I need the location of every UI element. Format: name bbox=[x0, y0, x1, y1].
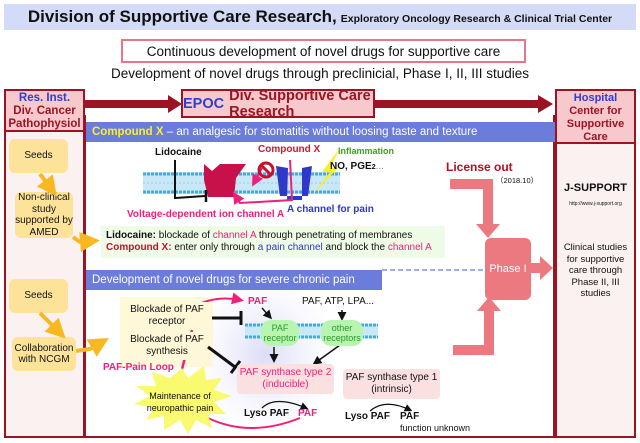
lidocaine-label: Lidocaine bbox=[155, 147, 202, 158]
pain-channel bbox=[276, 166, 312, 200]
paf-1: PAF bbox=[298, 408, 318, 419]
starburst-shape bbox=[134, 366, 232, 434]
compound-x-bar-desc: – an analgesic for stomatitis without lo… bbox=[166, 126, 478, 138]
lyso-conversion-arrow-1 bbox=[261, 400, 309, 410]
compound-x-note: Compound X: enter only through a pain ch… bbox=[106, 242, 440, 254]
left-head-2: Div. Cancer Pathophysiol bbox=[8, 105, 81, 130]
epoc-division: Div. Supportive Care Research bbox=[229, 87, 371, 120]
maintenance-label: Maintenance of neuropathic pain bbox=[146, 391, 214, 413]
lidocaine-path bbox=[174, 160, 206, 200]
lyso-conversion-arrow-2 bbox=[369, 403, 413, 412]
block-receptor-box: Blockade of PAF receptor bbox=[127, 302, 207, 330]
paf-receptor: PAF receptor bbox=[261, 320, 299, 346]
note2-mid: and block the bbox=[322, 242, 388, 253]
left-column-header: Res. Inst. Div. Cancer Pathophysiol bbox=[4, 89, 85, 132]
note1-channel: channel A bbox=[212, 230, 257, 241]
license-arrow bbox=[450, 179, 500, 238]
license-date: （2018.10） bbox=[496, 176, 539, 185]
no-pge-label: NO, PGE2... bbox=[330, 161, 384, 172]
seeds-box-1: Seeds bbox=[9, 139, 68, 173]
inflammation-label: Inflammation bbox=[338, 146, 395, 156]
seeds-box-2: Seeds bbox=[9, 279, 68, 313]
block-synthesis-box: Blockade of PAF synthesis bbox=[127, 332, 207, 360]
other-receptors: other receptors bbox=[321, 320, 363, 346]
no-pge-dots: ... bbox=[375, 161, 384, 172]
phase-to-hospital-arrow bbox=[531, 256, 553, 280]
yellow-arrow-4 bbox=[75, 337, 109, 357]
mechanism-note: Lidocaine: blockade of channel A through… bbox=[101, 226, 445, 258]
note2-channel: channel A bbox=[387, 242, 432, 253]
note2-title: Compound X: bbox=[106, 242, 172, 253]
license-out-label: License out bbox=[446, 160, 513, 174]
yellow-arrow-2 bbox=[71, 232, 100, 252]
pain-channel-label: A channel for pain bbox=[287, 204, 374, 215]
epoc-label: EPOC bbox=[183, 95, 225, 112]
lyso-paf-1: Lyso PAF bbox=[244, 408, 290, 419]
compound-x-path bbox=[232, 159, 294, 205]
lyso-paf-2: Lyso PAF bbox=[345, 411, 391, 422]
subtitle: Development of novel drugs through precl… bbox=[111, 66, 529, 81]
paf-2: PAF bbox=[400, 411, 420, 422]
phase-1-box: Phase I bbox=[485, 238, 531, 300]
note1-title: Lidocaine: bbox=[106, 230, 157, 241]
j-support-label: J-SUPPORT bbox=[564, 182, 627, 194]
clinical-studies-text: Clinical studies for supportive care thr… bbox=[563, 242, 628, 299]
lightning-icon bbox=[312, 148, 340, 195]
headline-box: Continuous development of novel drugs fo… bbox=[121, 39, 526, 63]
right-head-1: Hospital bbox=[573, 92, 618, 104]
compound-x-label: Compound X bbox=[258, 144, 321, 155]
no-pge-subscript: 2 bbox=[371, 164, 376, 171]
prohibition-icon bbox=[257, 161, 275, 179]
receptor-block-arrow bbox=[212, 311, 243, 325]
synthesis-block-arrow bbox=[207, 345, 242, 374]
chronic-pain-bar: Development of novel drugs for severe ch… bbox=[86, 270, 382, 290]
others-to-synthase-arrow bbox=[312, 344, 341, 365]
lidocaine-note: Lidocaine: blockade of channel A through… bbox=[106, 230, 440, 242]
vd-channel-label: Voltage-dependent ion channel A bbox=[127, 209, 285, 220]
compound-x-bar-name: Compound X bbox=[92, 126, 164, 138]
arrow-to-hospital bbox=[374, 95, 553, 113]
chronic-to-phase-arrow bbox=[453, 297, 501, 355]
note2-pain-channel: a pain channel bbox=[257, 242, 323, 253]
right-column-header: Hospital Center for Supportive Care bbox=[555, 89, 636, 144]
synthase-2-box: PAF synthase type 2 (inducible) bbox=[237, 364, 334, 394]
paf-top-label: PAF bbox=[248, 296, 268, 307]
function-unknown: function unknown bbox=[400, 423, 471, 433]
paf-arrow bbox=[261, 307, 272, 320]
others-top-label: PAF, ATP, LPA... bbox=[302, 296, 375, 307]
ion-channel-a bbox=[204, 164, 246, 197]
compound-x-blocked-arrow bbox=[252, 167, 264, 187]
synthase-1-box: PAF synthase type 1 (intrinsic) bbox=[343, 369, 440, 399]
nonclinical-box: Non-clinical study supported by AMED bbox=[15, 192, 73, 238]
title-sub: Exploratory Oncology Research & Clinical… bbox=[340, 12, 613, 25]
page-title: Division of Supportive Care Research, Ex… bbox=[4, 4, 636, 30]
left-head-1: Res. Inst. bbox=[18, 92, 71, 104]
collab-box: Collaboration with NCGM bbox=[12, 337, 76, 371]
note2-text: enter only through bbox=[171, 242, 258, 253]
note1-rest: through penetrating of membranes bbox=[256, 230, 413, 241]
compound-x-bar: Compound X – an analgesic for stomatitis… bbox=[86, 122, 555, 142]
note1-text: blockade of bbox=[156, 230, 213, 241]
right-head-2: Center for Supportive Care bbox=[566, 105, 625, 143]
title-main: Division of Supportive Care Research, bbox=[27, 7, 337, 26]
right-column-body bbox=[555, 144, 636, 438]
loop-line-bottom bbox=[207, 417, 301, 429]
yellow-arrow-3 bbox=[38, 311, 66, 339]
arrow-to-epoc bbox=[84, 95, 182, 113]
j-support-link[interactable]: http://www.j-support.org bbox=[569, 201, 622, 207]
no-pge-text: NO, PGE bbox=[330, 161, 372, 172]
yellow-arrow-1 bbox=[36, 172, 57, 197]
paf-pain-loop-label: PAF-Pain Loop bbox=[103, 362, 174, 373]
